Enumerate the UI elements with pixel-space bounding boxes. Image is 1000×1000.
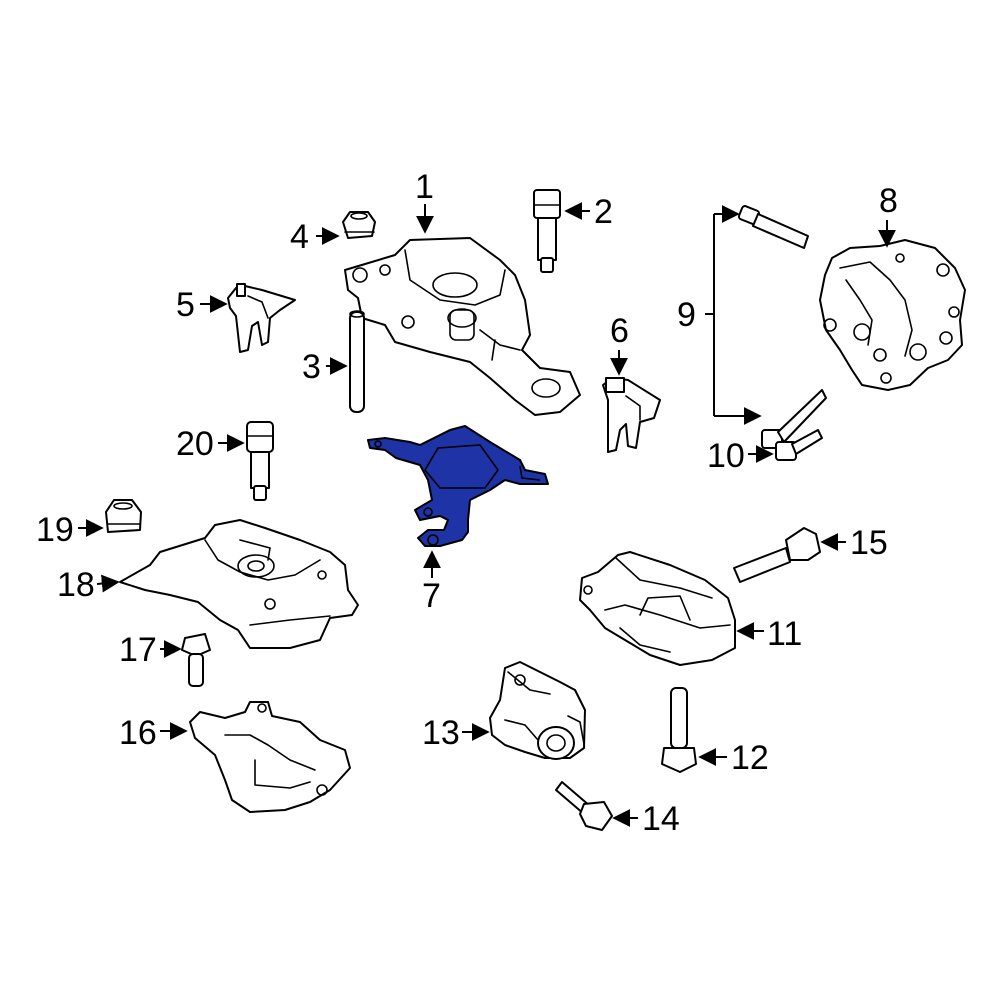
part-14-bolt[interactable] [555,781,613,831]
part-20-bolt[interactable] [246,421,274,501]
callout-label-3: 3 [302,348,321,386]
callout-label-4: 4 [290,218,309,256]
callout-1: 1 [415,168,434,234]
part-12-bolt[interactable] [661,687,697,773]
part-19-nut[interactable] [105,499,142,533]
callout-label-2: 2 [594,193,613,231]
callout-label-13: 13 [422,714,460,752]
callout-6: 6 [610,312,629,376]
part-8-housing[interactable] [819,239,966,391]
callout-label-10: 10 [707,437,745,475]
callout-4: 4 [290,218,340,256]
callout-2: 2 [564,193,613,231]
callout-label-19: 19 [36,511,74,549]
callout-label-18: 18 [57,566,95,604]
part-10-bolt[interactable] [775,429,823,461]
part-5-clip[interactable] [227,283,296,353]
callout-label-1: 1 [415,168,434,206]
callout-label-9: 9 [677,296,696,334]
part-17-bolt[interactable] [181,633,211,687]
callout-label-6: 6 [610,312,629,350]
callout-14: 14 [612,800,680,838]
part-4-nut[interactable] [342,211,376,239]
callout-label-14: 14 [642,800,680,838]
callout-label-12: 12 [731,739,769,777]
callout-label-7: 7 [422,577,441,615]
callout-13: 13 [422,714,490,752]
callout-17: 17 [119,631,182,669]
callout-15: 15 [820,524,888,562]
callout-label-15: 15 [850,524,888,562]
part-7-bracket-highlighted[interactable] [367,425,549,547]
callout-label-17: 17 [119,631,157,669]
callout-label-5: 5 [176,286,195,324]
part-9-bolts[interactable] [737,205,827,449]
part-15-bolt[interactable] [733,527,821,583]
part-11-lower-mount[interactable] [579,551,736,666]
part-13-bushing-mount[interactable] [489,661,586,760]
part-18-mount[interactable] [119,519,359,649]
callout-12: 12 [698,739,769,777]
callout-label-11: 11 [767,615,802,653]
part-16-mount-bracket[interactable] [189,701,351,813]
callout-10: 10 [707,437,774,475]
callout-19: 19 [36,511,104,549]
callout-16: 16 [119,714,188,752]
part-3-stud[interactable] [349,310,365,413]
callout-3: 3 [302,348,348,386]
callout-label-20: 20 [176,425,214,463]
part-1-mount-bracket[interactable] [344,237,581,416]
callout-7: 7 [422,550,441,615]
callout-9: 9 [677,205,762,425]
callout-8: 8 [878,182,898,248]
callout-5: 5 [176,286,228,324]
part-9-bolt-upper[interactable] [737,205,809,249]
callout-label-8: 8 [879,182,898,220]
part-6-clip[interactable] [602,377,661,453]
part-2-bolt[interactable] [533,189,561,273]
callout-20: 20 [176,425,245,463]
callout-18: 18 [57,566,120,604]
callout-label-16: 16 [119,714,157,752]
callout-11: 11 [736,615,802,653]
